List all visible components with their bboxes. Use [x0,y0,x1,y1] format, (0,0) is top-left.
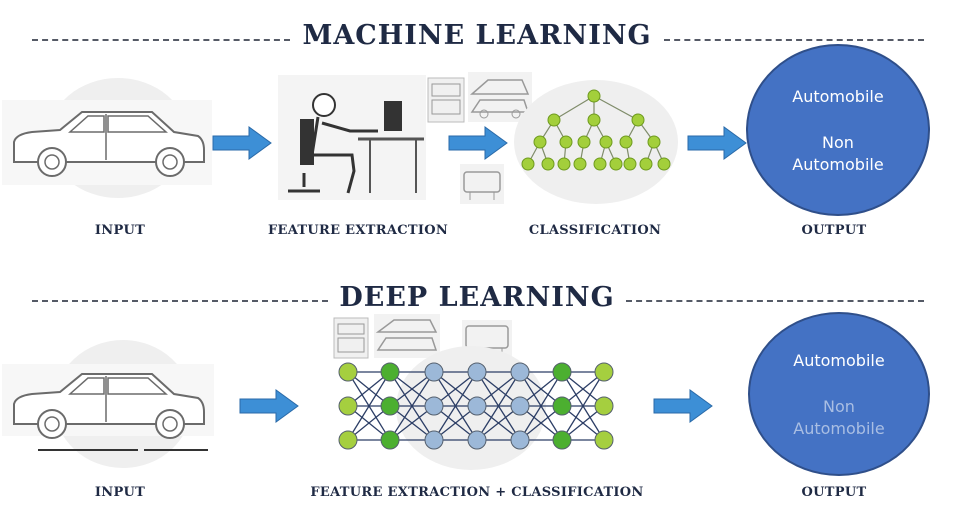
dl-stage-output: OUTPUT [801,485,867,500]
ml-title: MACHINE LEARNING [302,20,652,51]
nn-node [594,396,614,416]
ml-output-class-automobile: Automobile [792,87,884,106]
car-icon [2,364,214,451]
nn-node [552,396,572,416]
dl-stage-feature-extraction-classification: FEATURE EXTRACTION + CLASSIFICATION [310,485,644,500]
nn-node [594,430,614,450]
nn-node [467,430,487,450]
nn-node [380,430,400,450]
nn-node [510,430,530,450]
dl-output-class-non: Non [823,397,855,416]
arrow-right-icon [448,126,508,160]
nn-node [338,396,358,416]
car-part-sketch-icon [427,72,532,123]
dl-stage-input: INPUT [94,485,146,500]
dl-output-class-automobile: Automobile [793,351,885,370]
ml-stage-feature-extraction: FEATURE EXTRACTION [267,223,449,238]
car-icon [2,100,212,185]
ml-stage-output: OUTPUT [801,223,867,238]
dl-divider-right [626,300,924,302]
arrow-right-icon [239,389,299,423]
ml-stage-input: INPUT [94,223,146,238]
nn-node [424,396,444,416]
ml-divider-left [32,39,290,41]
dl-output-class-non-automobile: Automobile [793,419,885,438]
decision-tree-icon [521,89,671,171]
car-part-sketch-icon [333,314,440,359]
nn-connection [347,371,391,441]
nn-node [510,396,530,416]
nn-connection [519,371,563,441]
ml-output-circle: Automobile Non Automobile [746,44,930,216]
ml-output-class-non: Non [822,133,854,152]
ml-stage-classification: CLASSIFICATION [528,223,662,238]
nn-node [510,362,530,382]
nn-connection [476,371,521,441]
nn-node [338,430,358,450]
car-part-sketch-icon [460,164,504,204]
nn-node [594,362,614,382]
dl-title: DEEP LEARNING [339,282,615,313]
nn-node [552,430,572,450]
nn-node [424,362,444,382]
arrow-right-icon [212,126,272,160]
nn-connection [433,371,478,441]
nn-node [552,362,572,382]
nn-node [380,396,400,416]
dl-output-circle: Automobile Non Automobile [748,312,930,476]
nn-node [424,430,444,450]
arrow-right-icon [653,389,713,423]
nn-node [467,362,487,382]
dl-divider-left [32,300,328,302]
neural-network-icon [338,362,614,450]
ml-divider-right [664,39,924,41]
nn-connection [389,371,435,441]
arrow-right-icon [687,126,747,160]
ml-output-class-non-automobile: Automobile [792,155,884,174]
nn-node [380,362,400,382]
nn-node [338,362,358,382]
nn-node [467,396,487,416]
person-at-computer-icon [278,75,426,200]
nn-connection [561,371,605,441]
